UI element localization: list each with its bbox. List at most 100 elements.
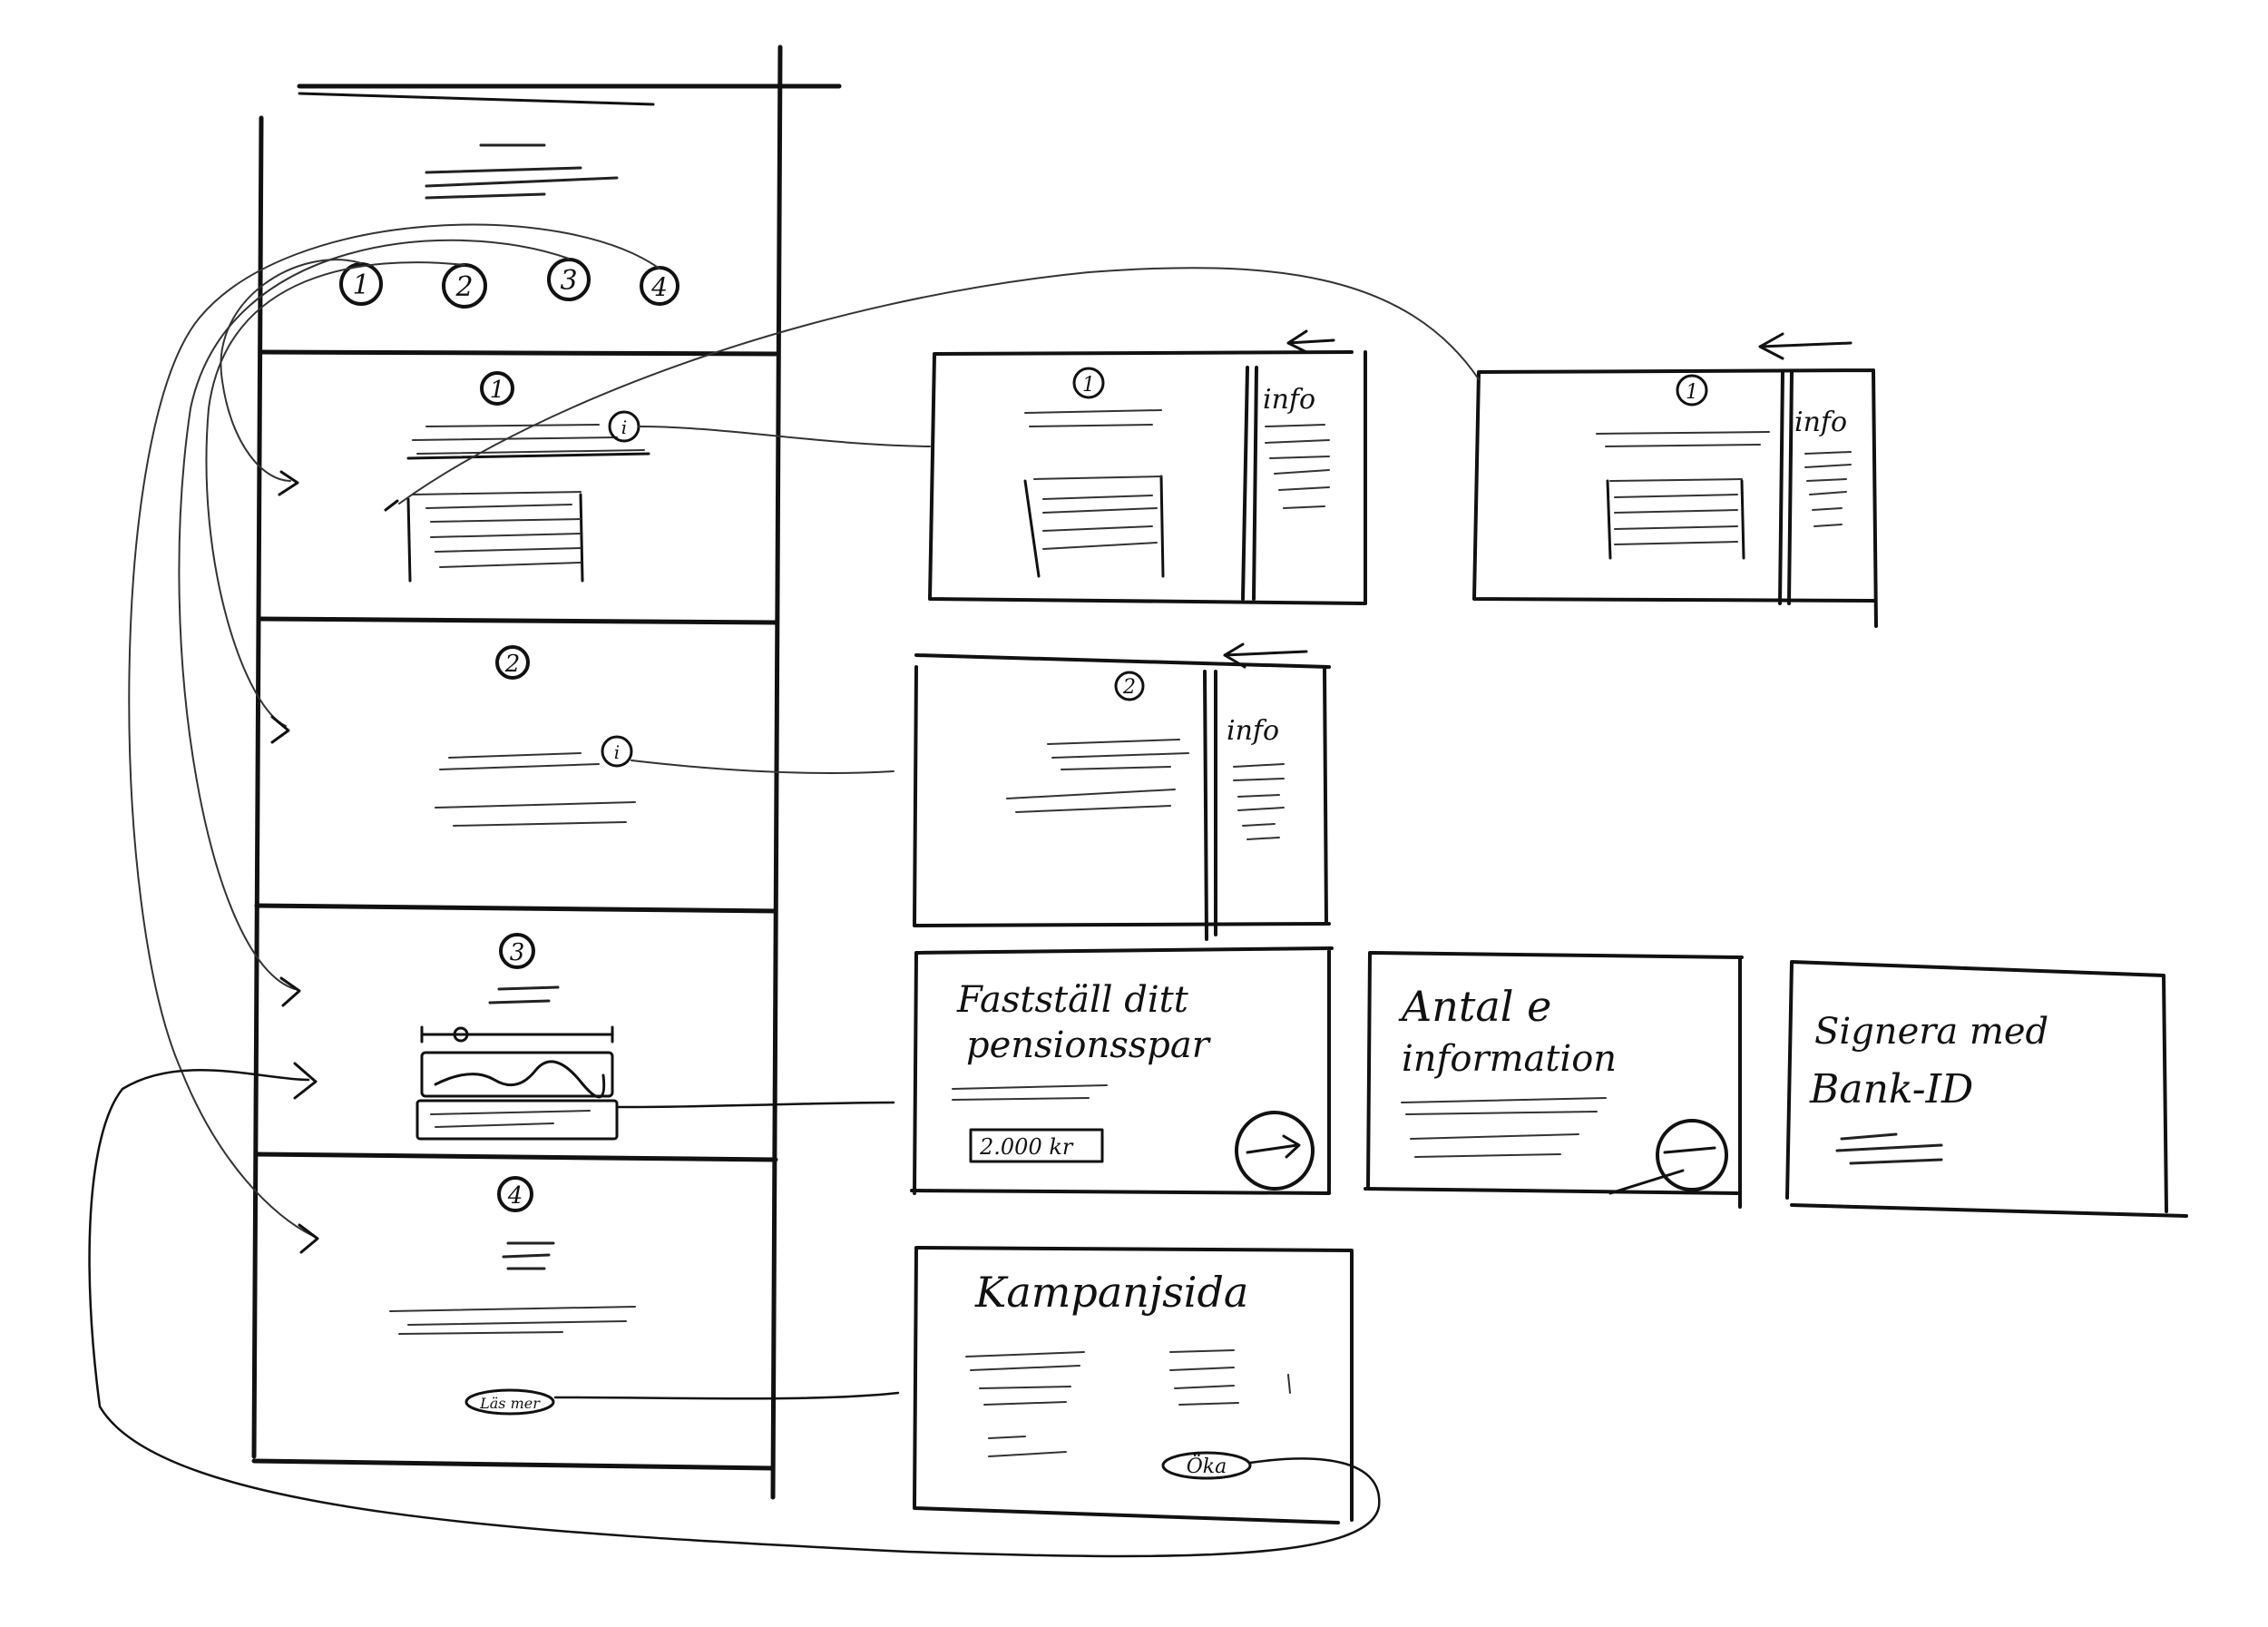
back-arrow-icon[interactable] — [1286, 329, 1335, 354]
info-icon[interactable] — [601, 735, 633, 768]
arrow-right-icon — [1246, 1134, 1301, 1159]
info-badge-2: i — [614, 741, 620, 763]
info-panel-2: 1 info — [1472, 332, 1878, 628]
flow-card-1: Fastställ ditt pensionsspar 2.000 kr — [910, 946, 1334, 1195]
step-number-3: 3 — [560, 265, 577, 297]
step-indicator[interactable]: 1 2 3 4 — [339, 258, 679, 309]
main-column: 1 2 3 4 1 i 2 i — [251, 44, 842, 1500]
info-panel-1-text-scribble — [1265, 424, 1330, 509]
flow-card-2: Antal e information — [1364, 951, 1744, 1209]
connector-step-1 — [220, 259, 362, 482]
section-1-text-scribble — [412, 424, 645, 455]
info-panel-3-title-scribble — [1047, 739, 1189, 770]
section-3: 3 — [415, 933, 619, 1141]
info-panel-1-title-scribble — [1024, 409, 1162, 427]
section-number-2: 2 — [504, 651, 521, 678]
campaign-title: Kampanjsida — [974, 1268, 1248, 1317]
section-number-1: 1 — [490, 377, 505, 404]
connector-section-4 — [553, 1391, 900, 1400]
info-panel-3-number: 2 — [1122, 676, 1136, 699]
amount-slider-track[interactable] — [420, 1025, 614, 1044]
header-text-scribble — [425, 166, 619, 200]
next-button[interactable] — [1235, 1111, 1315, 1191]
arrow-icon — [270, 715, 290, 744]
campaign-right-scribble — [1169, 1349, 1291, 1406]
back-arrow-icon[interactable] — [1758, 332, 1853, 360]
info-panel-1-list-scribble — [1033, 475, 1162, 550]
arrow-right-icon — [1608, 1146, 1716, 1195]
arrow-icon — [384, 499, 399, 512]
info-panel-2-title-scribble — [1596, 431, 1770, 447]
section-1-list-frame — [406, 493, 584, 583]
increase-button-label: Öka — [1187, 1454, 1227, 1478]
next-button[interactable] — [1656, 1119, 1728, 1191]
section-4-title-scribble — [502, 1241, 555, 1270]
amount-slider-handle[interactable] — [453, 1026, 469, 1043]
connector-info-alt — [398, 267, 1480, 505]
connector-campaign-return — [88, 1068, 1381, 1558]
info-panel-3-label: info — [1227, 715, 1279, 747]
info-panel-3-text-scribble — [1006, 789, 1176, 813]
section-number-circle-3 — [499, 933, 535, 969]
pension-input-box[interactable] — [415, 1099, 619, 1141]
section-2: 2 i — [435, 645, 636, 827]
left-edge — [251, 115, 264, 1459]
connector-section-3 — [615, 1101, 895, 1109]
flow-card-3: Signera med Bank-ID — [1785, 960, 2188, 1218]
connector-step-4 — [128, 223, 660, 1237]
campaign-page-frame — [913, 1246, 1354, 1524]
info-panel-1-list-frame — [1023, 475, 1165, 578]
back-arrow-icon[interactable] — [1223, 642, 1308, 669]
section-number-3: 3 — [510, 939, 525, 966]
step-number-2: 2 — [455, 271, 473, 303]
amount-field[interactable] — [969, 1128, 1104, 1163]
section-1-list-scribble — [412, 491, 582, 568]
info-panel-1-frame — [928, 350, 1367, 605]
info-panel-2-frame — [1472, 368, 1878, 628]
divider-1 — [259, 349, 778, 357]
info-panel-3: 2 info — [913, 642, 1331, 941]
flow-card-2-text-scribble — [1401, 1097, 1607, 1158]
section-2-title-scribble — [439, 752, 600, 770]
info-panel-3-divider — [1203, 670, 1217, 941]
info-panel-2-label: info — [1794, 407, 1847, 438]
section-1-underline — [406, 452, 650, 460]
section-1: 1 i — [406, 371, 650, 583]
arrow-icon — [279, 976, 301, 1007]
section-4: 4 Läs mer — [389, 1176, 636, 1416]
flow-card-3-text-scribble — [1835, 1132, 1943, 1165]
info-panel-1: 1 info — [928, 329, 1367, 605]
arrow-icon — [278, 470, 299, 496]
info-panel-2-list-scribble — [1609, 478, 1743, 545]
info-panel-2-number-circle — [1676, 374, 1708, 407]
step-circle-3[interactable] — [547, 258, 591, 301]
info-panel-2-number: 1 — [1686, 381, 1698, 404]
info-panel-1-label: info — [1263, 384, 1315, 416]
increase-button[interactable] — [1161, 1451, 1252, 1480]
pension-input-scribble — [430, 1110, 591, 1128]
divider-3 — [254, 903, 778, 914]
section-2-text-scribble — [435, 801, 636, 827]
connector-info-2 — [631, 760, 894, 774]
info-panel-1-divider — [1241, 366, 1258, 601]
campaign-page: Kampanjsida Öka — [913, 1246, 1354, 1524]
bottom-edge — [251, 1458, 776, 1471]
flow-card-2-title-line1: Antal e — [1398, 982, 1551, 1031]
info-panel-2-divider — [1778, 370, 1794, 605]
info-badge-1: i — [621, 417, 627, 438]
section-4-text-scribble — [389, 1306, 636, 1335]
pension-chart-box — [420, 1051, 614, 1098]
step-number-1: 1 — [352, 270, 369, 301]
flow-card-1-title-line1: Fastställ ditt — [956, 979, 1189, 1021]
flow-card-2-title-line2: information — [1402, 1038, 1617, 1080]
top-edge-2 — [298, 92, 655, 106]
connector-step-3 — [178, 239, 570, 990]
flow-card-1-frame — [910, 946, 1334, 1195]
info-panel-1-number-circle — [1072, 367, 1105, 399]
section-number-circle-1 — [480, 371, 514, 406]
amount-value: 2.000 kr — [979, 1134, 1074, 1160]
read-more-button[interactable] — [464, 1388, 555, 1416]
connector-step-2 — [205, 261, 465, 727]
arrow-icon — [293, 1062, 318, 1100]
